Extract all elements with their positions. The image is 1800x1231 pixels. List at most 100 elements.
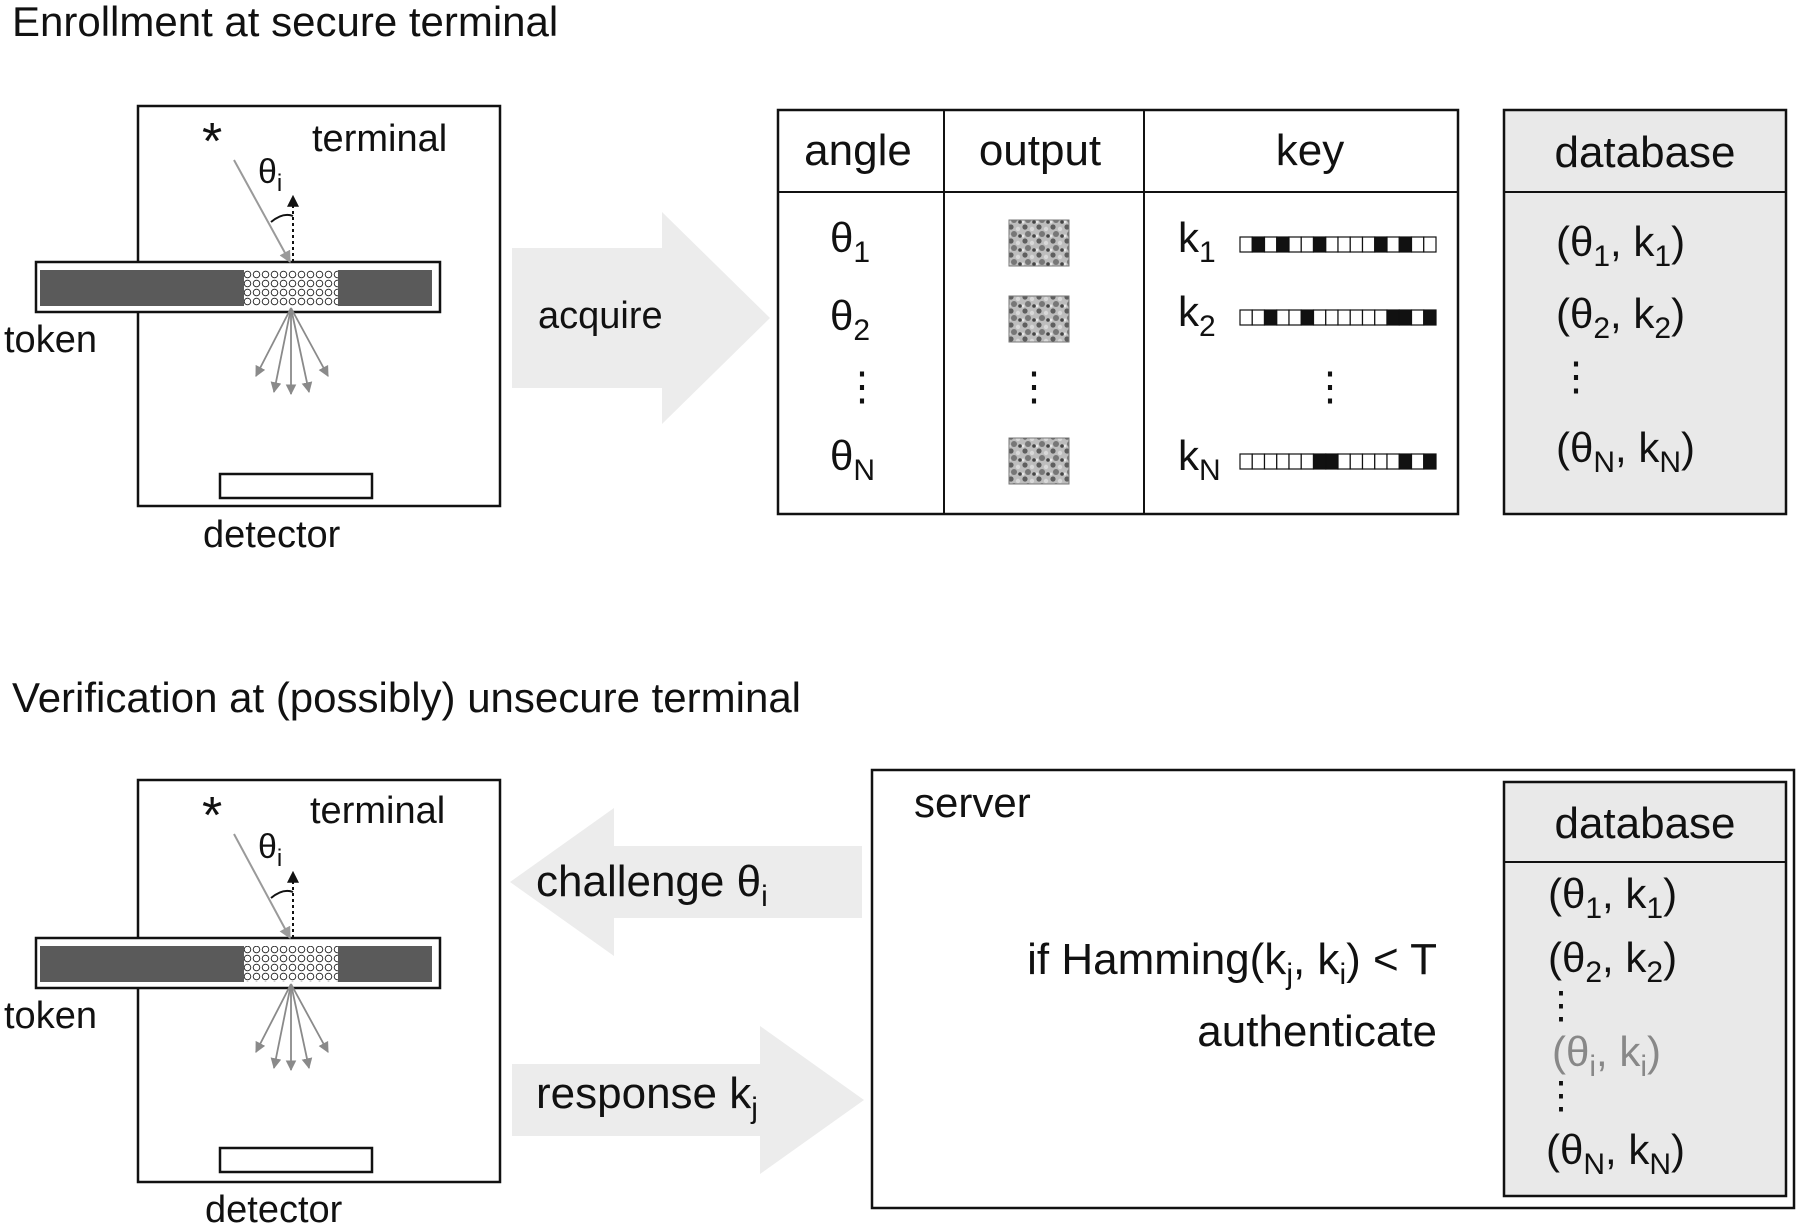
response-arrow: response kj [512, 1026, 864, 1174]
key-bit [1374, 236, 1388, 253]
key-bit [1300, 453, 1315, 470]
database-entry: (θN, kN) [1556, 424, 1695, 479]
key-bit [1386, 453, 1400, 470]
token-bar-right [338, 270, 432, 306]
key-bit [1251, 236, 1266, 253]
row-key: k1 [1178, 214, 1216, 269]
ellipsis: ⋮ [1542, 985, 1580, 1027]
key-bitstrings [1239, 236, 1437, 470]
row-angle: θ2 [830, 292, 870, 347]
key-bit [1386, 309, 1400, 326]
key-bit [1361, 453, 1376, 470]
ellipsis: ⋮ [1542, 1075, 1580, 1117]
key-bit [1349, 236, 1364, 253]
verification-title: Verification at (possibly) unsecure term… [12, 674, 801, 721]
token-bar-left [40, 946, 244, 982]
speckle-image [1008, 295, 1070, 343]
key-bit [1398, 309, 1413, 326]
ellipsis: ⋮ [842, 365, 882, 409]
ellipsis: ⋮ [1556, 355, 1596, 399]
key-bit [1349, 453, 1364, 470]
key-bit [1288, 309, 1302, 326]
angle-arc [270, 213, 294, 223]
database-title: database [1554, 128, 1735, 177]
key-bit [1337, 453, 1351, 470]
table-header-angle: angle [804, 126, 912, 175]
key-bit [1276, 309, 1290, 326]
key-bit [1361, 236, 1376, 253]
ellipsis: ⋮ [1310, 365, 1350, 409]
key-bit [1276, 236, 1290, 253]
database-entry: (θ2, k2) [1548, 934, 1677, 989]
key-bit [1361, 309, 1376, 326]
key-bit [1423, 236, 1437, 253]
table-header-output: output [979, 126, 1101, 175]
light-source-icon: * [202, 113, 222, 171]
row-angle: θN [830, 432, 875, 487]
speckle-image [1008, 219, 1070, 267]
key-bit [1288, 453, 1302, 470]
database-entry: (θ1, k1) [1556, 218, 1685, 273]
key-bit [1398, 236, 1413, 253]
key-bit [1325, 453, 1339, 470]
verification-database: database (θ1, k1) (θ2, k2) ⋮ (θi, ki) ⋮ … [1502, 780, 1788, 1198]
acquire-label: acquire [538, 295, 663, 337]
detector [218, 1146, 374, 1174]
key-bit [1410, 236, 1425, 253]
key-bit [1386, 236, 1400, 253]
token-bar-right [338, 946, 432, 982]
key-bit [1239, 236, 1253, 253]
verification-terminal: * θi terminal token detector [4, 778, 502, 1231]
incident-ray [233, 159, 291, 264]
key-bit [1410, 309, 1425, 326]
angle-label: θi [258, 828, 282, 872]
row-key: k2 [1178, 288, 1216, 343]
acquire-arrow-shape [512, 212, 770, 424]
database-entry: (θ2, k2) [1556, 290, 1685, 345]
scatter-medium [244, 946, 338, 982]
key-bit [1239, 309, 1253, 326]
key-bit [1288, 236, 1302, 253]
key-bit [1312, 453, 1327, 470]
light-source-icon: * [202, 787, 222, 845]
key-bit [1312, 236, 1327, 253]
ellipsis: ⋮ [1014, 365, 1054, 409]
scattered-rays [255, 307, 329, 396]
token-label: token [4, 995, 97, 1037]
token-label: token [4, 319, 97, 361]
database-frame [1502, 780, 1788, 1198]
table-header-key: key [1276, 126, 1344, 175]
key-bit [1423, 309, 1437, 326]
database-entry: (θ1, k1) [1548, 870, 1677, 925]
server-action: authenticate [1197, 1007, 1437, 1056]
key-bit [1349, 309, 1364, 326]
enrollment-table: angle output key θ1 θ2 θN ⋮ ⋮ ⋮ k1 k2 kN [776, 108, 1460, 516]
response-arrow-shape [512, 1026, 864, 1174]
key-bit [1337, 236, 1351, 253]
detector-label: detector [203, 514, 341, 556]
row-key: kN [1178, 432, 1221, 487]
scatter-medium [244, 270, 338, 306]
database-title: database [1554, 799, 1735, 848]
key-bit [1410, 453, 1425, 470]
key-bit [1374, 309, 1388, 326]
detector-label: detector [205, 1189, 343, 1231]
key-bit [1398, 453, 1413, 470]
key-bit [1325, 309, 1339, 326]
enrollment-title: Enrollment at secure terminal [12, 0, 558, 45]
acquire-arrow: acquire [512, 212, 770, 424]
enrollment-terminal: * θi terminal token detector [4, 104, 502, 556]
key-bit [1276, 453, 1290, 470]
scattered-rays [255, 983, 329, 1072]
key-bit [1263, 309, 1278, 326]
angle-arc [270, 889, 294, 899]
key-bit [1300, 309, 1315, 326]
angle-label: θi [258, 153, 282, 197]
token-bar-left [40, 270, 244, 306]
response-label: response kj [536, 1069, 758, 1125]
row-angle: θ1 [830, 214, 870, 269]
key-bit [1251, 309, 1266, 326]
key-bit [1325, 236, 1339, 253]
terminal-label: terminal [310, 790, 445, 832]
